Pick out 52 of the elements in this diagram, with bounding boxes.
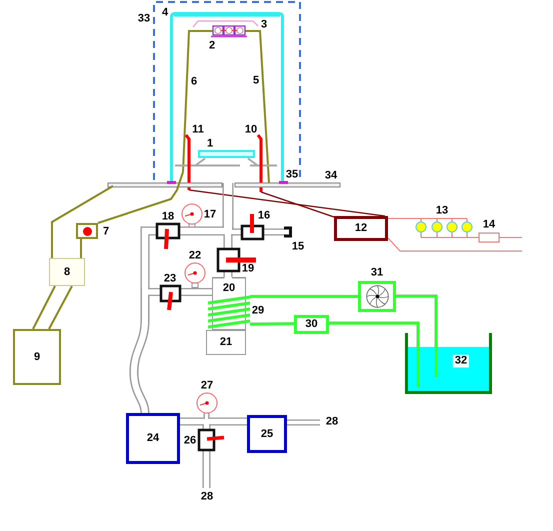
callout-number: 19 <box>242 264 254 274</box>
callout-number: 17 <box>204 210 216 220</box>
coolant-pipe <box>250 295 358 298</box>
callout-number: 13 <box>436 206 448 216</box>
control-box <box>334 216 388 241</box>
component-box <box>49 258 85 286</box>
cable <box>80 239 82 258</box>
callout-number: 14 <box>482 220 496 230</box>
callout-number: 35 <box>286 170 298 180</box>
callout-number: 7 <box>102 226 110 238</box>
part-number: 25 <box>260 428 274 440</box>
callout-number: 4 <box>162 8 168 18</box>
callout-number: 27 <box>200 380 214 392</box>
part-number: 24 <box>146 433 160 444</box>
part-number: 8 <box>64 266 70 278</box>
component-box <box>126 413 180 464</box>
callout-number: 18 <box>162 212 174 222</box>
callout-number: 28 <box>200 492 214 502</box>
cable <box>48 286 73 330</box>
part-number: 21 <box>220 337 232 348</box>
part-number: 30 <box>305 319 318 330</box>
component-box <box>13 329 61 385</box>
component-box <box>206 330 246 355</box>
coolant-pipe <box>396 294 438 333</box>
coolant-pipe <box>250 322 294 326</box>
callout-number: 10 <box>244 124 258 136</box>
coolant-pipe <box>329 322 420 333</box>
callout-number: 23 <box>164 274 176 284</box>
cable <box>32 286 56 330</box>
callout-number: 11 <box>192 124 204 136</box>
callout-number: 6 <box>190 76 198 88</box>
component-box <box>247 415 287 453</box>
callout-number: 26 <box>184 436 196 446</box>
pipe <box>130 226 232 414</box>
callout-number: 5 <box>252 76 260 86</box>
callout-number: 28 <box>326 416 338 428</box>
callout-number: 1 <box>206 138 214 150</box>
part-number: 20 <box>222 283 236 294</box>
part-number: 12 <box>354 223 368 234</box>
part-number: 9 <box>34 352 40 362</box>
callout-number: 34 <box>324 170 338 182</box>
callout-number: 3 <box>260 20 268 30</box>
callout-number: 2 <box>208 40 216 52</box>
callout-number: 33 <box>138 14 150 24</box>
part-number: 32 <box>452 354 470 368</box>
callout-number: 29 <box>252 306 264 316</box>
callout-number: 31 <box>370 268 384 278</box>
water-tank <box>405 333 492 394</box>
callout-number: 22 <box>188 250 202 262</box>
callout-number: 15 <box>292 242 304 252</box>
component-box <box>294 315 329 334</box>
callout-number: 16 <box>258 210 270 222</box>
